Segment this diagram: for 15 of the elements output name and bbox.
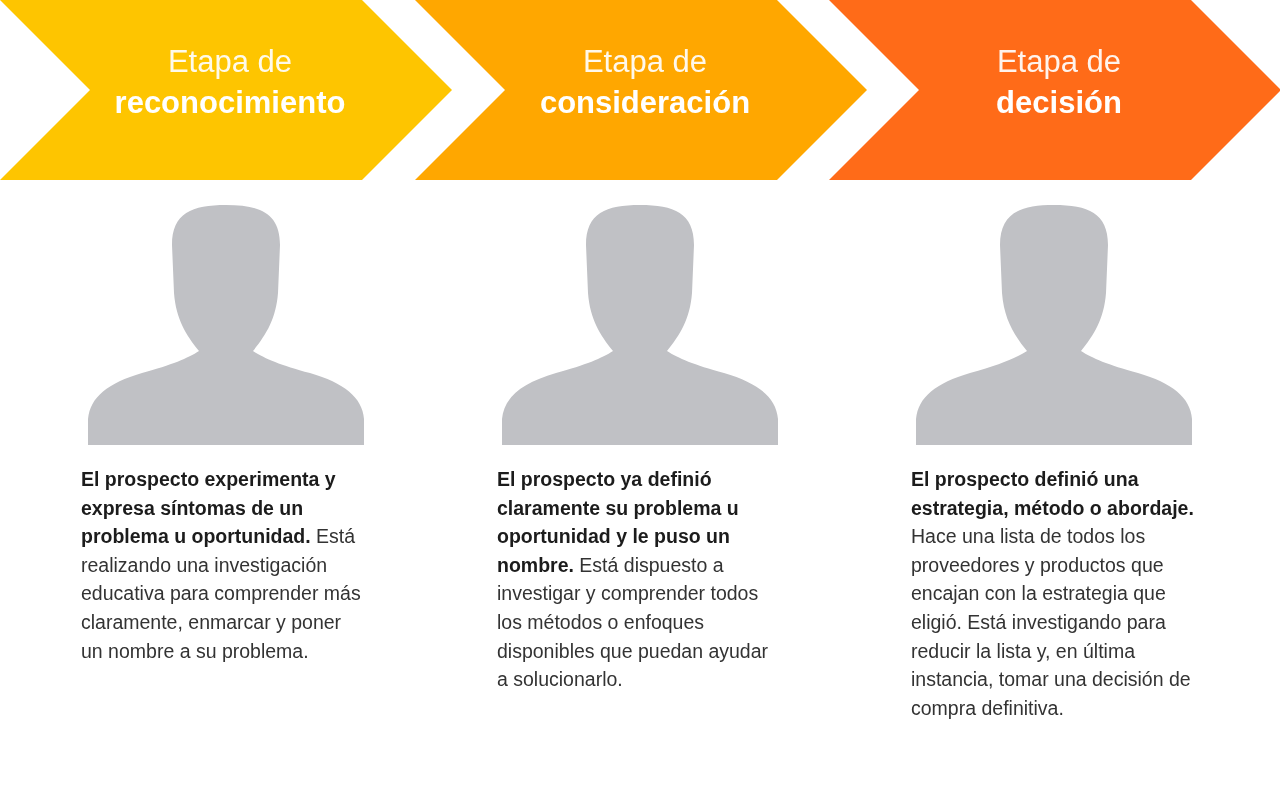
- stage-banner: [0, 0, 452, 180]
- person-silhouette: [502, 205, 778, 445]
- stage-banner: [415, 0, 867, 180]
- description-text: El prospecto ya definió claramente su problema u oportunidad y le puso un nombre. Está dispuesto a investigar y comprender todos los métodos o enfoques disponibles que puedan ayudar a solucionarlo.: [497, 467, 770, 693]
- stage-title: decisión: [995, 84, 1123, 122]
- person-silhouette: [916, 205, 1192, 445]
- stage-title: consideración: [538, 84, 752, 122]
- stage-label: Etapa de: [166, 43, 294, 81]
- stage-label: Etapa de: [995, 43, 1123, 81]
- stage-label: Etapa de: [581, 43, 709, 81]
- stage-banner: [829, 0, 1280, 180]
- stage-title: reconocimiento: [113, 84, 347, 122]
- description-text: El prospecto definió una estrategia, método o abordaje. Hace una lista de todos los proveedores y productos que encajan con la estrategia que eligió. Está investigando para reducir la lista y, en última instancia, tomar una decisión de compra definitiva.: [911, 467, 1195, 721]
- person-silhouette: [88, 205, 364, 445]
- description-text: El prospecto experimenta y expresa síntomas de un problema u oportunidad. Está realizando una investigación educativa para comprender más claramente, enmarcar y poner un nombre a su problema.: [81, 467, 362, 664]
